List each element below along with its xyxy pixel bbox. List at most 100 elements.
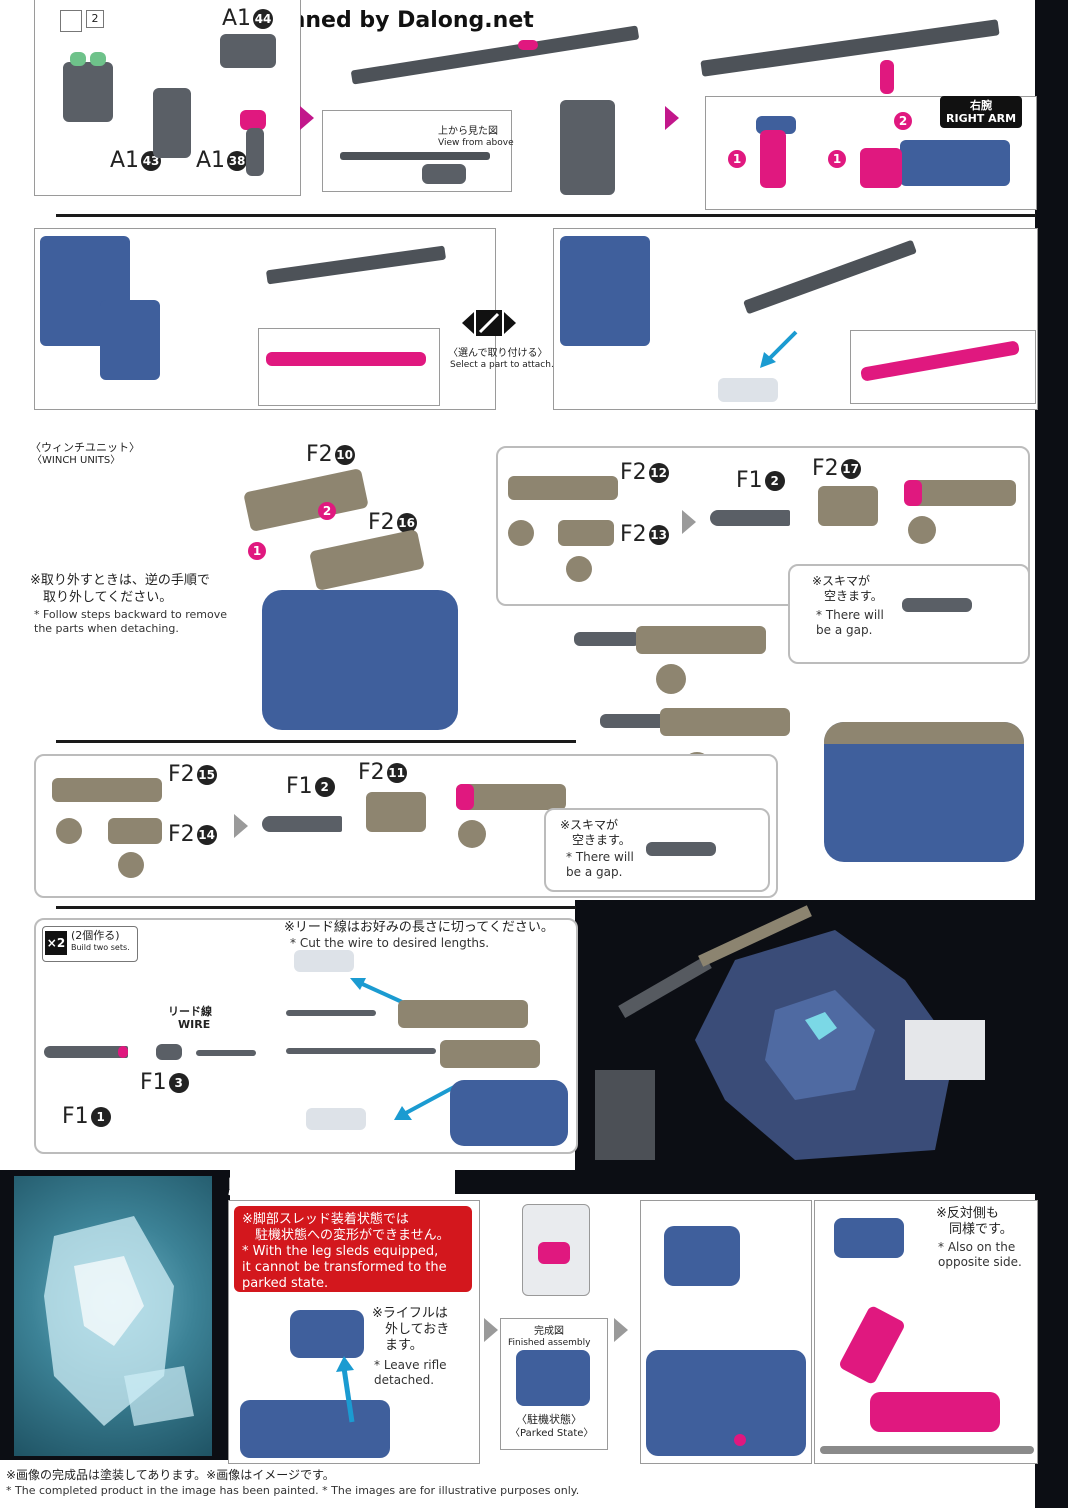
gap-jp-a: ※スキマが 空きます。	[812, 574, 883, 603]
step-arrow	[682, 510, 696, 534]
gap-en-b: * There will be a gap.	[566, 850, 634, 879]
corner-number: 2	[86, 10, 104, 28]
robot-photo	[595, 905, 985, 1160]
parked-label-en: 〈Parked State〉	[510, 1428, 594, 1439]
upper-arm-drawing	[834, 1218, 904, 1258]
cut-wire-jp: ※リード線はお好みの長さに切ってください。	[284, 920, 554, 935]
step-number-1b: 1	[828, 150, 846, 168]
part-f2-12-drawing	[508, 476, 618, 500]
wire-jp: リード線	[168, 1005, 212, 1018]
ghost-anchor-1	[294, 950, 354, 972]
leg-pink	[734, 1434, 746, 1446]
cut-wire-en: * Cut the wire to desired lengths.	[290, 936, 490, 950]
gap-note-a	[788, 564, 1030, 664]
select-en: Select a part to attach.	[450, 360, 554, 370]
detach-jp: ※取り外すときは、逆の手順で 取り外してください。	[30, 573, 210, 605]
winch-section-en: 〈WINCH UNITS〉	[32, 455, 121, 466]
select-icon	[462, 306, 516, 340]
parked-photo	[14, 1176, 212, 1456]
anchor-pink	[118, 1046, 128, 1058]
shoulder-wire	[450, 1080, 568, 1146]
rifle-assembled	[700, 19, 1000, 77]
opposite-en: * Also on the opposite side.	[938, 1240, 1022, 1269]
folded-foot	[870, 1392, 1000, 1432]
winch-body-1	[636, 626, 766, 654]
build-two-badge: ×2 (2個作る) Build two sets.	[42, 926, 138, 962]
hand-attach	[860, 148, 902, 188]
view-from-above-jp: 上から見た図	[438, 126, 498, 137]
winch-wheel-b2	[458, 820, 486, 848]
rifle-note-jp: ※ライフルは 外しておき ます。	[372, 1306, 450, 1353]
photo-panel	[575, 900, 1068, 1170]
step-arrow	[614, 1318, 628, 1342]
part-f2-17-drawing	[818, 486, 878, 526]
winch-pink-cap	[904, 480, 922, 506]
divider	[56, 740, 576, 743]
view-from-above-box	[322, 110, 512, 192]
part-f2-14-drawing	[108, 818, 162, 844]
arm-drawing-a	[100, 300, 160, 380]
winch-wheel	[908, 516, 936, 544]
anchor-f1-1	[44, 1046, 128, 1058]
step-arrow	[234, 814, 248, 838]
divider	[56, 214, 1036, 217]
winch-body-2	[660, 708, 790, 736]
step-arrow	[300, 106, 314, 130]
times-two: ×2	[45, 931, 67, 955]
green-mark	[70, 52, 86, 66]
winch-step-2: 2	[318, 502, 336, 520]
part-a1-44-drawing	[220, 34, 276, 68]
winch-with-wire-1	[398, 1000, 528, 1028]
part-a1-43-drawing	[153, 88, 191, 158]
rifle-top-grip	[422, 164, 466, 184]
footer-en: * The completed product in the image has…	[6, 1484, 580, 1497]
footer-jp: ※画像の完成品は塗装してあります。※画像はイメージです。	[6, 1468, 335, 1482]
option-a-detail	[258, 328, 440, 406]
detach-en: * Follow steps backward to remove the pa…	[34, 608, 228, 635]
winch-wheel-1	[656, 664, 686, 694]
build-two-en: Build two sets.	[71, 943, 130, 952]
rifle-slot	[518, 40, 538, 50]
ground-line	[820, 1446, 1034, 1454]
wheel-d	[118, 852, 144, 878]
finished-en: Finished assembly	[508, 1338, 591, 1348]
winch-mount-top	[824, 722, 1024, 744]
body-drawing	[240, 1400, 390, 1458]
parked-label-jp: 〈駐機状態〉	[516, 1413, 582, 1426]
part-f2-15-drawing	[52, 778, 162, 802]
wire-segment	[196, 1050, 256, 1056]
gap-jp-b: ※スキマが 空きます。	[560, 818, 631, 847]
step-number-2: 2	[894, 112, 912, 130]
winch-tip-2	[600, 714, 666, 728]
parked-warning: ※脚部スレッド装着状態では 駐機状態への変形ができません。 * With the…	[234, 1206, 472, 1292]
ghost-anchor-2	[306, 1108, 366, 1130]
rifle-top-view	[340, 152, 490, 160]
rifle-note-en: * Leave rifle detached.	[374, 1358, 447, 1387]
part-f1-2b-drawing	[262, 816, 342, 832]
wheel-b	[566, 556, 592, 582]
arm-part-pink	[760, 130, 786, 188]
rifle-drawing	[350, 25, 640, 85]
winch-assembled-a	[906, 480, 1016, 506]
winch-with-wire-2	[440, 1040, 540, 1068]
arm-detail	[756, 116, 796, 134]
finished-pink	[538, 1242, 570, 1264]
part-f2-16-drawing	[309, 529, 425, 591]
winch-section-jp: 〈ウィンチユニット〉	[30, 441, 140, 454]
view-from-above-en: View from above	[438, 138, 514, 148]
blue-arrow-up	[346, 976, 406, 1010]
blue-arrow	[756, 330, 806, 374]
winch-pink-cap-b	[456, 784, 474, 810]
